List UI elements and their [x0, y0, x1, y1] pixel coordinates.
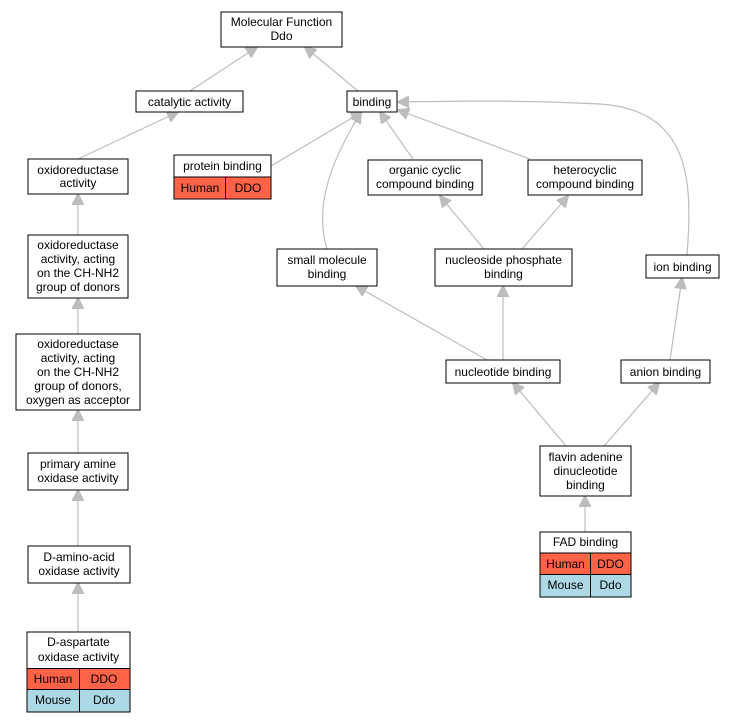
node-label-line: group of donors,: [34, 379, 121, 393]
node-molecular-function[interactable]: Molecular Function Ddo: [220, 11, 343, 48]
node-label-line: on the CH-NH2: [37, 266, 119, 280]
node-anion-binding[interactable]: anion binding: [620, 359, 711, 384]
node-label-line: nucleoside phosphate: [445, 253, 562, 267]
node-label-line: nucleotide binding: [455, 365, 552, 379]
node-small-molecule-binding[interactable]: small molecule binding: [276, 248, 378, 287]
annotation-gene: DDO: [91, 672, 118, 686]
edge-protein-binding-to-binding: [270, 112, 362, 167]
edge-binding-to-mf: [305, 47, 359, 92]
annotation-species: Human: [181, 181, 220, 195]
node-label-line: activity: [60, 176, 97, 190]
node-label-line: binding: [308, 267, 347, 281]
edge-small-molecule-to-binding: [322, 112, 361, 250]
node-label-line: compound binding: [376, 177, 474, 191]
node-label-line: organic cyclic: [389, 163, 461, 177]
node-primary-amine-oxidase[interactable]: primary amine oxidase activity: [27, 452, 129, 491]
annotation-species: Human: [546, 557, 585, 571]
node-label-line: binding: [484, 267, 523, 281]
node-label-line: activity, acting: [41, 252, 115, 266]
annotation-gene: DDO: [597, 557, 624, 571]
node-label-line: FAD binding: [553, 535, 618, 549]
node-ion-binding[interactable]: ion binding: [645, 254, 720, 279]
annotation-species: Mouse: [547, 578, 583, 592]
node-label-line: protein binding: [183, 159, 262, 173]
node-fad-binding[interactable]: FAD binding Human DDO Mouse Ddo: [539, 531, 632, 598]
node-oxidoreductase-activity[interactable]: oxidoreductase activity: [27, 158, 129, 195]
node-binding[interactable]: binding: [346, 90, 398, 113]
node-organic-cyclic-compound-binding[interactable]: organic cyclic compound binding: [367, 159, 483, 196]
node-label-line: compound binding: [536, 177, 634, 191]
edge-flavin-to-nucleotide: [513, 383, 567, 447]
node-nucleotide-binding[interactable]: nucleotide binding: [445, 359, 561, 384]
node-label-line: group of donors: [36, 280, 120, 294]
edge-heterocyclic-to-binding: [398, 110, 531, 160]
node-label-line: heterocyclic: [553, 163, 616, 177]
annotation-gene: Ddo: [93, 693, 115, 707]
node-label-line: oxidoreductase: [37, 163, 119, 177]
node-label-line: anion binding: [630, 365, 701, 379]
node-oxidoreductase-oxygen-acceptor[interactable]: oxidoreductase activity, acting on the C…: [15, 333, 141, 411]
node-label-line: Ddo: [270, 29, 292, 43]
node-label-line: oxygen as acceptor: [26, 393, 130, 407]
edge-anion-to-ion-binding: [669, 278, 682, 361]
edge-nucleoside-phosphate-to-organic-cyclic: [440, 196, 485, 250]
node-label-line: on the CH-NH2: [37, 365, 119, 379]
annotation-human-cell: [174, 177, 226, 199]
node-label-line: ion binding: [653, 260, 711, 274]
annotation-species: Mouse: [35, 693, 71, 707]
edge-ion-binding-to-binding: [398, 101, 690, 256]
node-label-line: small molecule: [287, 253, 367, 267]
node-d-amino-acid-oxidase[interactable]: D-amino-acid oxidase activity: [27, 545, 131, 584]
node-label-line: flavin adenine: [548, 450, 622, 464]
annotation-gene-cell: [225, 177, 271, 199]
edge-catalytic-to-mf: [189, 47, 257, 92]
node-label-line: dinucleotide: [553, 464, 617, 478]
node-label-line: oxidase activity: [38, 650, 119, 664]
edge-organic-cyclic-to-binding: [380, 112, 414, 160]
node-label-line: D-amino-acid: [43, 550, 114, 564]
node-protein-binding[interactable]: protein binding Human DDO: [173, 154, 272, 200]
node-nucleoside-phosphate-binding[interactable]: nucleoside phosphate binding: [434, 248, 573, 287]
node-label-line: oxidoreductase: [37, 238, 119, 252]
edge-oxidoreductase-to-catalytic: [77, 112, 178, 160]
node-label-line: primary amine: [40, 457, 116, 471]
node-label-line: oxidoreductase: [37, 337, 119, 351]
node-d-aspartate-oxidase[interactable]: D-aspartate oxidase activity Human DDO M…: [26, 631, 131, 713]
node-oxidoreductase-ch-nh2[interactable]: oxidoreductase activity, acting on the C…: [27, 234, 129, 299]
node-label-line: binding: [566, 478, 605, 492]
annotation-gene: Ddo: [599, 578, 621, 592]
node-label-line: binding: [353, 95, 392, 109]
annotation-species: Human: [34, 672, 73, 686]
node-heterocyclic-compound-binding[interactable]: heterocyclic compound binding: [527, 159, 643, 196]
node-catalytic-activity[interactable]: catalytic activity: [135, 90, 244, 113]
edge-nucleoside-phosphate-to-heterocyclic: [521, 196, 568, 250]
node-label-line: catalytic activity: [148, 95, 231, 109]
edges: [77, 47, 690, 632]
node-label-line: D-aspartate: [47, 635, 110, 649]
node-label-line: activity, acting: [41, 351, 115, 365]
edge-nucleotide-to-small-molecule: [356, 286, 488, 361]
node-label-line: Molecular Function: [231, 15, 332, 29]
edge-flavin-to-anion: [603, 383, 659, 447]
annotation-gene: DDO: [235, 181, 262, 195]
node-label-line: oxidase activity: [38, 564, 119, 578]
node-label-line: oxidase activity: [37, 471, 118, 485]
node-flavin-adenine-dinucleotide-binding[interactable]: flavin adenine dinucleotide binding: [539, 445, 632, 497]
